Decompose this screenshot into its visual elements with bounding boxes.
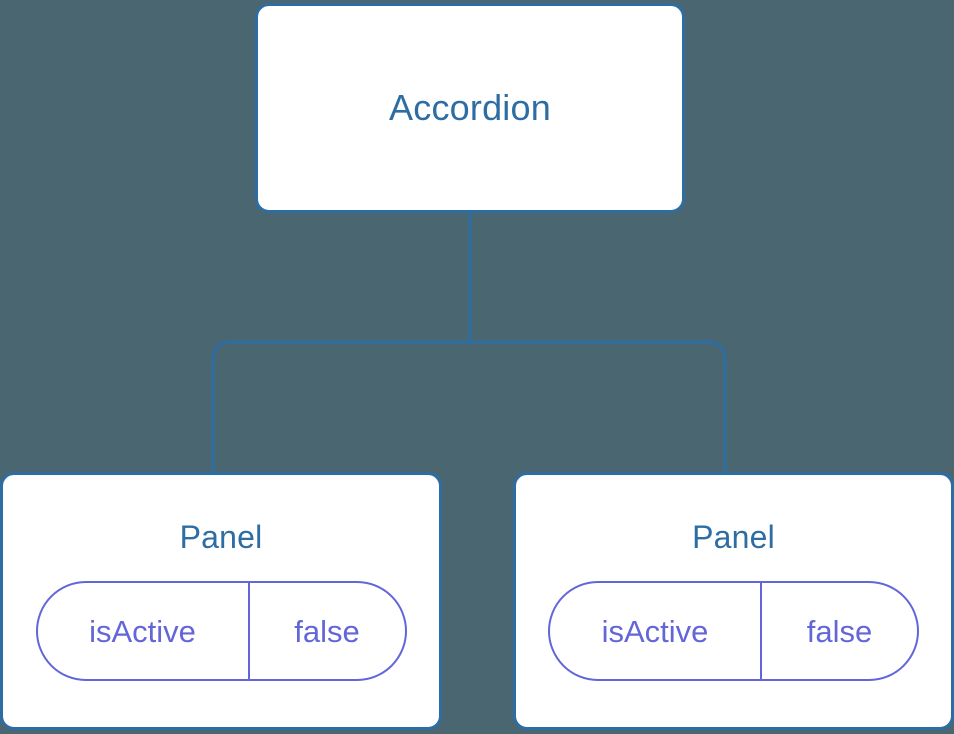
node-panel-2-prop-value: false <box>806 613 873 649</box>
node-panel-1-prop-value: false <box>294 613 360 649</box>
node-accordion-label: Accordion <box>389 87 551 128</box>
node-panel-2-label: Panel <box>692 519 775 555</box>
node-panel-1[interactable]: Panel isActive false <box>0 472 442 730</box>
node-panel-1-prop-badge[interactable]: isActive false <box>35 581 407 681</box>
node-panel-2[interactable]: Panel isActive false <box>513 472 954 730</box>
node-panel-2-prop-badge[interactable]: isActive false <box>548 581 919 681</box>
node-panel-2-prop-key: isActive <box>550 583 762 679</box>
node-panel-1-label: Panel <box>179 519 263 555</box>
node-panel-1-prop-key: isActive <box>38 583 250 679</box>
edge-bus <box>211 340 727 472</box>
node-accordion[interactable]: Accordion <box>255 3 685 213</box>
